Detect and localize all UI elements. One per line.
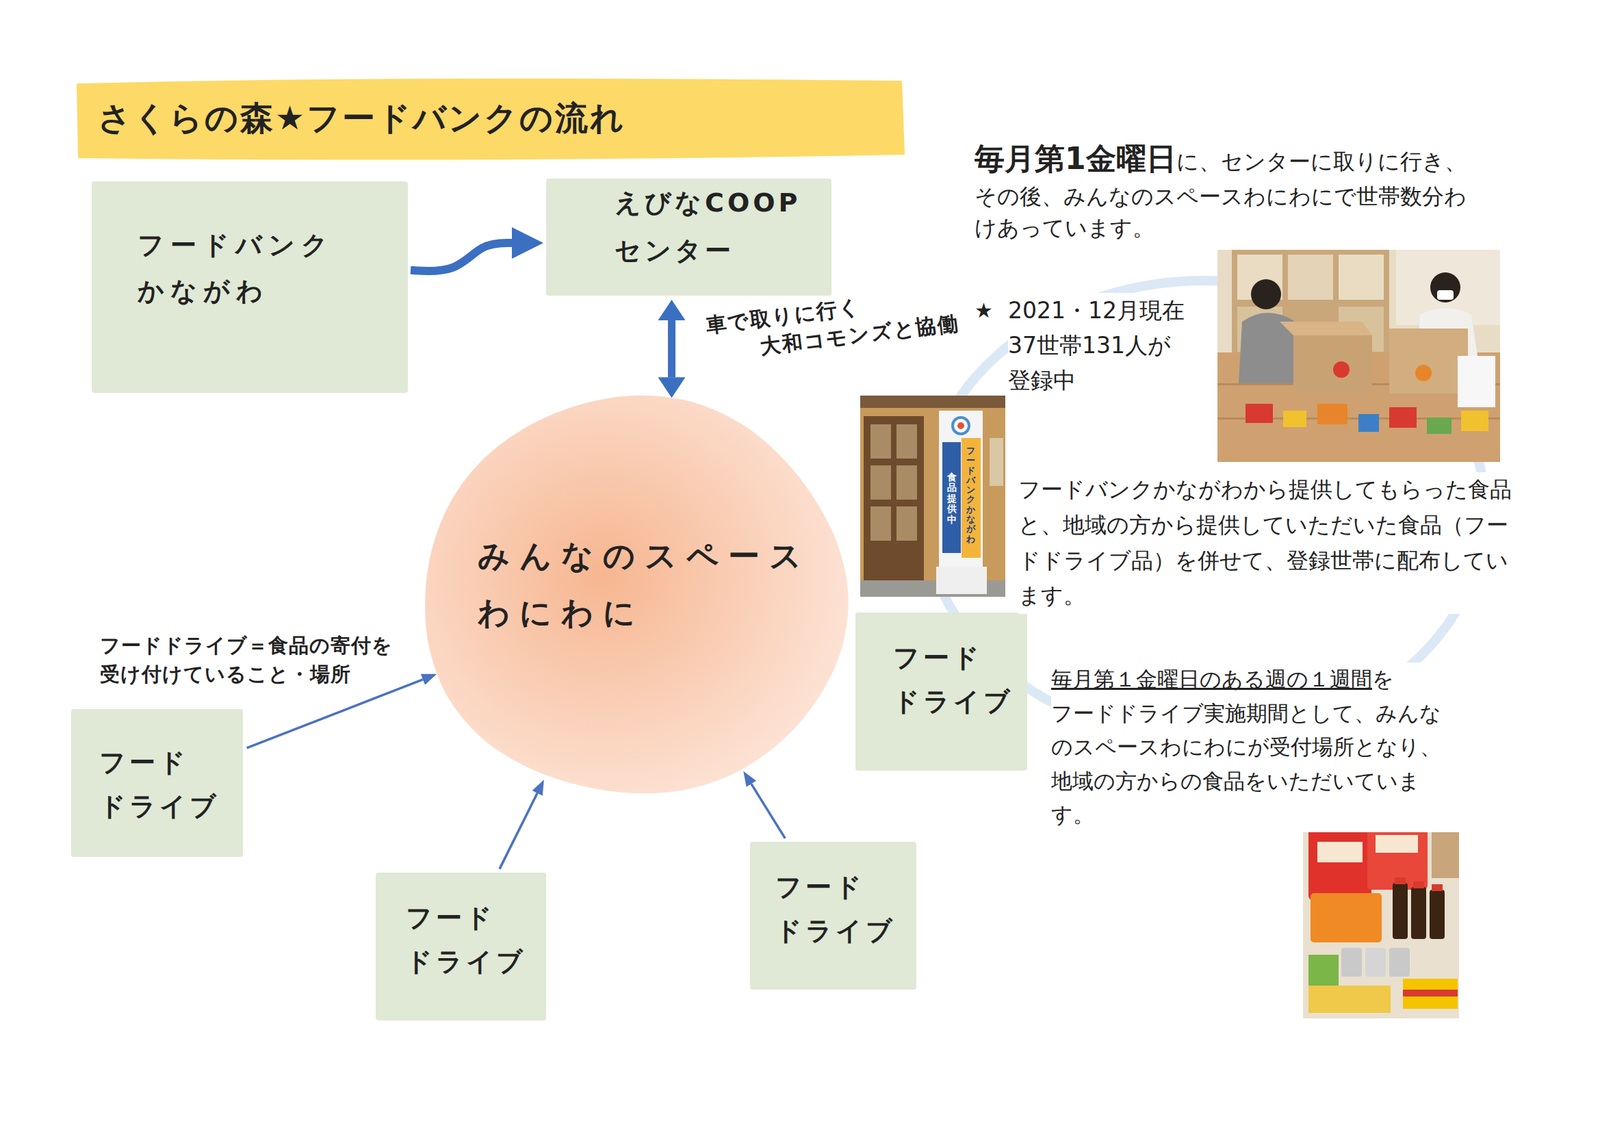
text-group: フードバンクかながわから提供してもらった食品 と、地域の方から提供していただいた… xyxy=(1018,472,1522,614)
process-box: フード ドライブ xyxy=(71,708,243,857)
underlined-text: 毎月第１金曜日のある週の１週間 xyxy=(1051,666,1373,692)
note-text: フードドライブ＝食品の寄付を 受け付けていること・場所 xyxy=(99,630,402,689)
node-label: フードバンク かながわ xyxy=(137,222,334,315)
blob-fill xyxy=(424,395,849,794)
title-group: さくらの森★フードバンクの流れ xyxy=(97,98,626,139)
process-box: フード ドライブ xyxy=(375,872,547,1021)
flow-arrow xyxy=(247,679,423,748)
text-group: 食品提供中 xyxy=(947,472,957,525)
node-label: えびなCOOP センター xyxy=(614,178,801,276)
process-box: フードバンク かながわ xyxy=(91,181,408,393)
hub-blob: みんなのスペース わにわに xyxy=(418,392,853,801)
body-text: フードドライブ実施期間として、みんな のスペースわにわにが受付場所となり、 地域… xyxy=(1051,696,1445,833)
process-box: フード ドライブ xyxy=(750,841,917,990)
text-group: 毎月第１金曜日のある週の１週間をフードドライブ実施期間として、みんな のスペース… xyxy=(1051,662,1462,833)
node-label: フード ドライブ xyxy=(893,636,1014,725)
title-band xyxy=(76,78,905,161)
text-group: ★ xyxy=(974,292,1002,328)
banner-text: 食品提供中 xyxy=(947,472,957,525)
food-photo xyxy=(1302,810,1460,1019)
flow-arrow xyxy=(410,242,512,272)
count-text: 2021・12月現在 37世帯131人が 登録中 xyxy=(1008,292,1207,398)
body-text: を xyxy=(1372,666,1395,692)
node-label: みんなのスペース わにわに xyxy=(477,527,811,642)
process-box: えびなCOOP センター xyxy=(546,178,832,296)
flow-arrow xyxy=(667,320,676,378)
node-label: フード ドライブ xyxy=(99,741,220,829)
text-group: 毎月第1金曜日に、センターに取りに行き、その後、みんなのスペースわにわにで世帯数… xyxy=(974,136,1485,245)
node-label: フード ドライブ xyxy=(775,865,896,954)
body-text: に、センターに取りに行き、 xyxy=(1176,148,1467,175)
diagram-title: さくらの森★フードバンクの流れ xyxy=(97,98,626,139)
node-label: フード ドライブ xyxy=(405,896,527,985)
body-text: フードバンクかながわから提供してもらった食品 と、地域の方から提供していただいた… xyxy=(1018,472,1518,614)
body-text: その後、みんなのスペースわにわにで世帯数分わ けあっています。 xyxy=(974,180,1475,245)
emphasis-text: 毎月第1金曜日 xyxy=(974,140,1177,176)
star-symbol: ★ xyxy=(974,292,1002,328)
storefront-photo xyxy=(860,395,1006,597)
text-group: 2021・12月現在 37世帯131人が 登録中 xyxy=(1008,292,1210,398)
flow-arrow xyxy=(751,783,785,839)
text-group: フードドライブ＝食品の寄付を 受け付けていること・場所 xyxy=(99,630,415,689)
flow-arrow xyxy=(499,793,538,870)
text-group: フードバンクかながわ xyxy=(966,446,976,545)
sorting-photo xyxy=(1217,249,1501,462)
process-box: フード ドライブ xyxy=(855,612,1028,771)
banner-text: フードバンクかながわ xyxy=(966,446,976,545)
